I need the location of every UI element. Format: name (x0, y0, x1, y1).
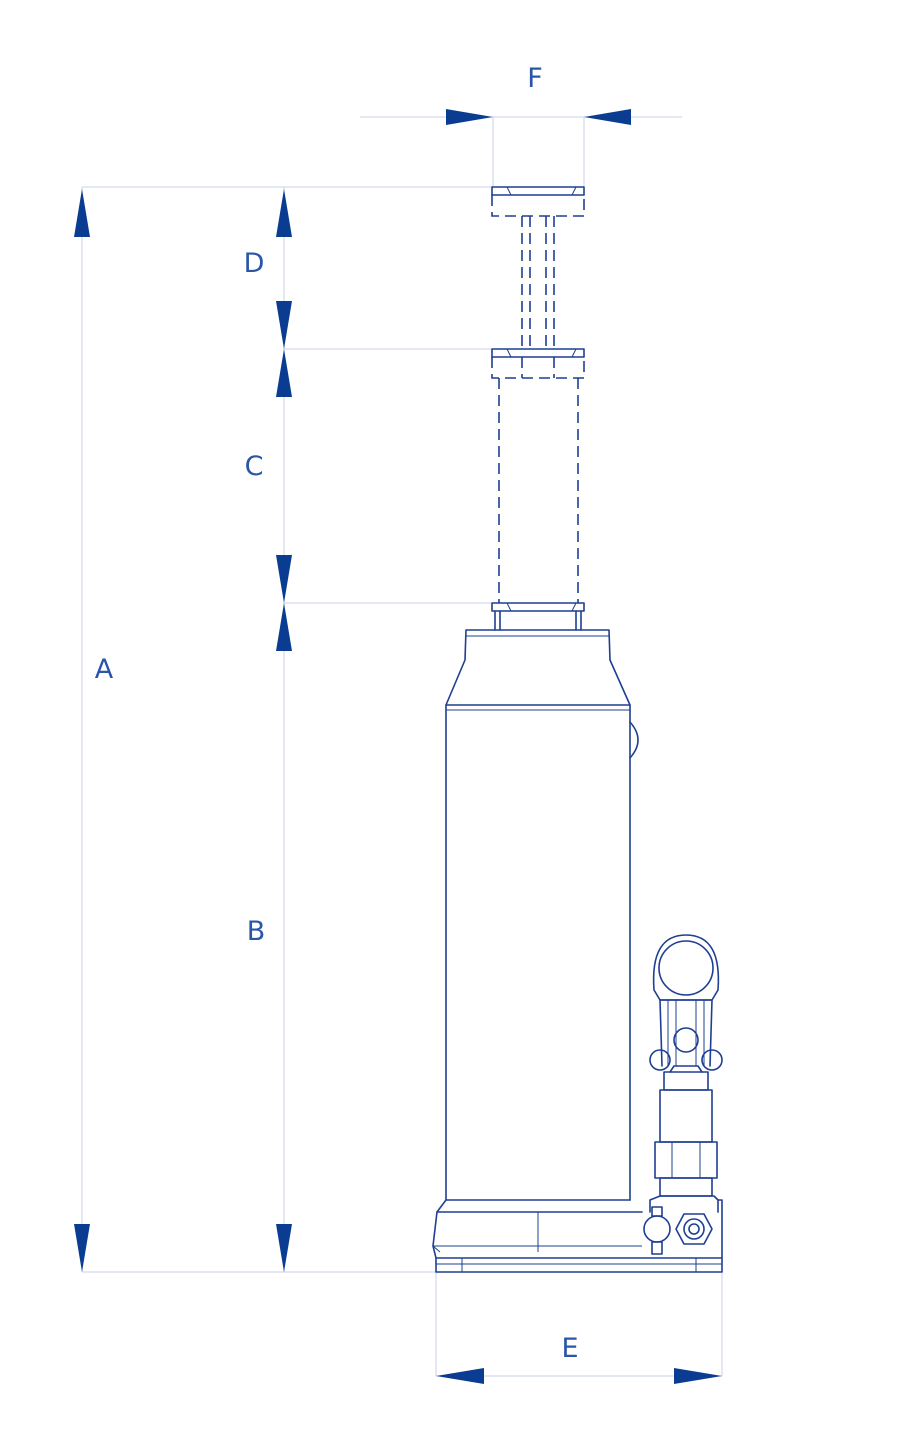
extension-lines (81, 116, 723, 1377)
e-arrow-left (436, 1368, 484, 1384)
dimension-label-d: D (243, 248, 265, 279)
c-arrow-top (276, 349, 292, 397)
jack-base (432, 1199, 723, 1273)
release-valve (643, 1206, 713, 1255)
middle-saddle-phantom (491, 348, 585, 603)
dimension-label-c: C (244, 451, 264, 482)
b-arrow-bottom (276, 1224, 292, 1272)
cylinder-body (445, 704, 639, 1201)
dimension-arrows (74, 109, 722, 1384)
dimension-label-e: E (561, 1333, 579, 1364)
dimension-label-a: A (94, 654, 114, 685)
a-arrow-bottom (74, 1224, 90, 1272)
f-arrow-right (584, 109, 631, 125)
a-arrow-top (74, 189, 90, 237)
e-arrow-right (674, 1368, 722, 1384)
dimension-label-b: B (246, 916, 266, 947)
d-arrow-bottom (276, 301, 292, 349)
c-arrow-bottom (276, 555, 292, 603)
jack-outline (432, 186, 723, 1273)
b-arrow-top (276, 603, 292, 651)
top-saddle-phantom (491, 186, 585, 349)
cylinder-top-cap (445, 629, 631, 711)
retracted-saddle (491, 602, 585, 631)
dimension-label-f: F (527, 63, 543, 94)
pump-assembly (649, 934, 723, 1213)
d-arrow-top (276, 189, 292, 237)
f-arrow-left (446, 109, 493, 125)
